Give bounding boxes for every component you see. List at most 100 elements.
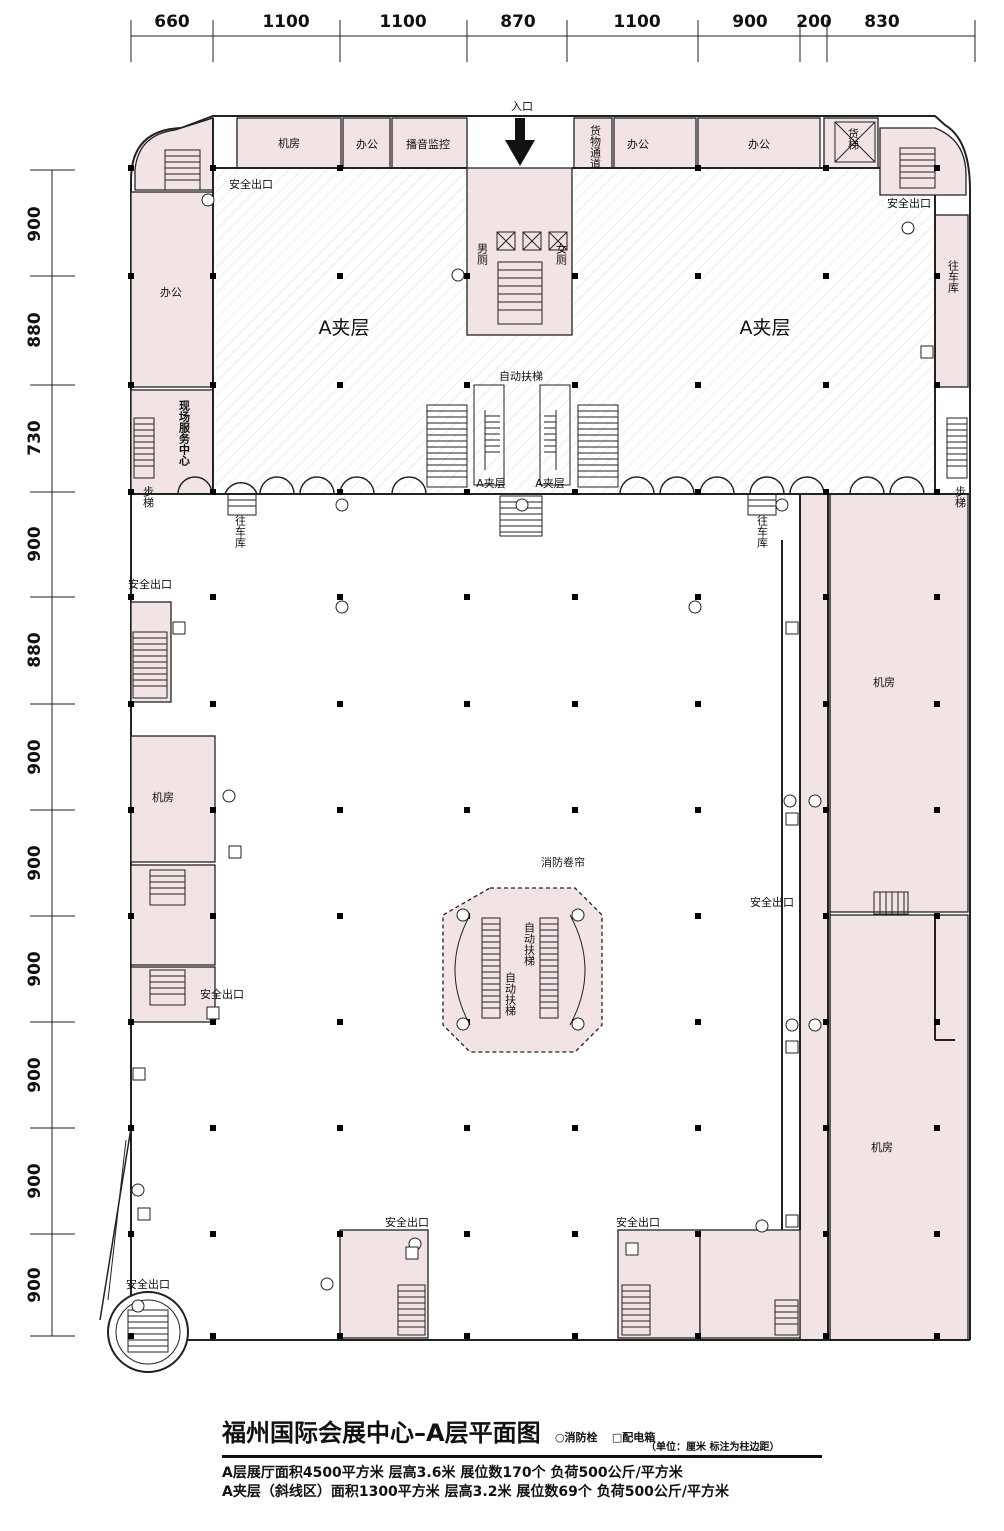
column (210, 701, 216, 707)
escalator-right (577, 404, 619, 488)
column (210, 1231, 216, 1237)
stair-top-left (164, 149, 201, 191)
top-dim-2: 1100 (262, 12, 309, 32)
column (823, 913, 829, 919)
stair-top-right-area (879, 127, 967, 196)
room-machine-right-upper (829, 493, 969, 913)
fire-hydrant-icon (222, 789, 236, 803)
power-box-icon (625, 1242, 639, 1256)
fire-hydrant-icon (808, 794, 822, 808)
column (934, 382, 940, 388)
column (695, 807, 701, 813)
column (128, 273, 134, 279)
building-outline (130, 115, 971, 1340)
escalator-inner (473, 384, 571, 486)
core-details (496, 121, 876, 325)
label-mezzanine-right: A夹层 (740, 317, 791, 339)
power-box-icon (206, 1006, 220, 1020)
column (934, 165, 940, 171)
stair-top-right (899, 147, 936, 189)
left-dim-4: 900 (25, 526, 45, 562)
column (464, 382, 470, 388)
column (823, 382, 829, 388)
room-bottom-right-block (699, 1229, 801, 1339)
label-to-garage-mid: 往车库 (756, 514, 769, 549)
column (572, 1231, 578, 1237)
column (464, 1231, 470, 1237)
stair-bottom-left (397, 1284, 426, 1336)
column (337, 382, 343, 388)
column (695, 594, 701, 600)
left-dim-7: 900 (25, 845, 45, 881)
caption-title: 福州国际会展中心–A层平面图 (222, 1419, 541, 1447)
column (128, 701, 134, 707)
column (210, 1125, 216, 1131)
column (572, 382, 578, 388)
column (337, 1019, 343, 1025)
column (572, 1125, 578, 1131)
entrance-label: 入口 (511, 100, 533, 113)
escalator-center-left (481, 917, 501, 1019)
label-safety-exit-5: 安全出口 (200, 987, 244, 1001)
room-machine-left (130, 735, 216, 863)
column (128, 1125, 134, 1131)
column (210, 273, 216, 279)
label-escalator: 自动扶梯 (499, 369, 543, 383)
column (572, 807, 578, 813)
fire-hydrant-icon (571, 1017, 585, 1031)
stair-left-edge (133, 417, 155, 479)
column (337, 489, 343, 495)
label-office-top-mid: 办公 (627, 138, 649, 151)
label-service-center: 现场服务中心 (178, 400, 191, 467)
top-dim-6: 900 (732, 12, 768, 32)
fire-hydrant-icon (456, 1017, 470, 1031)
left-dim-3: 730 (25, 420, 45, 456)
column (210, 1019, 216, 1025)
column (823, 594, 829, 600)
label-safety-exit-2: 安全出口 (887, 196, 931, 210)
stair-left-3 (149, 869, 186, 1006)
room-office-left (130, 191, 214, 388)
column (934, 1019, 940, 1025)
column (210, 594, 216, 600)
top-dim-5: 1100 (613, 12, 660, 32)
column (210, 382, 216, 388)
room-stair-left-2 (130, 864, 216, 966)
fire-hydrant-icon (901, 221, 915, 235)
left-dimension-line: 900 880 730 900 880 900 900 900 900 900 … (25, 169, 75, 1337)
column (572, 594, 578, 600)
column (210, 1333, 216, 1339)
fire-hydrant-icon (785, 1018, 799, 1032)
fire-hydrant-icon (755, 1219, 769, 1233)
column (337, 594, 343, 600)
left-dim-8: 900 (25, 951, 45, 987)
column (464, 701, 470, 707)
power-box-icon (137, 1207, 151, 1221)
round-stair-tower (99, 1127, 189, 1373)
column (934, 701, 940, 707)
column (823, 807, 829, 813)
column (464, 1333, 470, 1339)
room-garage-right (934, 214, 969, 388)
label-safety-exit-8: 安全出口 (126, 1277, 170, 1291)
label-stairs-right: 步梯 (954, 486, 967, 509)
room-machine-top (236, 117, 342, 169)
top-dimension-line: 660 1100 1100 870 1100 900 200 830 (130, 12, 976, 62)
column (128, 165, 134, 171)
label-mezzanine-small-right: A夹层 (535, 477, 565, 490)
column (934, 1125, 940, 1131)
column (337, 1231, 343, 1237)
column (210, 807, 216, 813)
floor-plan: 660 1100 1100 870 1100 900 200 830 900 8… (25, 12, 976, 1373)
top-dim-4: 870 (500, 12, 536, 32)
column (128, 594, 134, 600)
fire-hydrant-icon (201, 193, 215, 207)
column (823, 489, 829, 495)
label-safety-exit-7: 安全出口 (616, 1215, 660, 1229)
column (128, 1333, 134, 1339)
fire-hydrant-icon (688, 600, 702, 614)
label-stairs-left: 步梯 (142, 486, 155, 509)
column (695, 701, 701, 707)
column (128, 807, 134, 813)
label-office-top-right: 办公 (748, 138, 770, 151)
